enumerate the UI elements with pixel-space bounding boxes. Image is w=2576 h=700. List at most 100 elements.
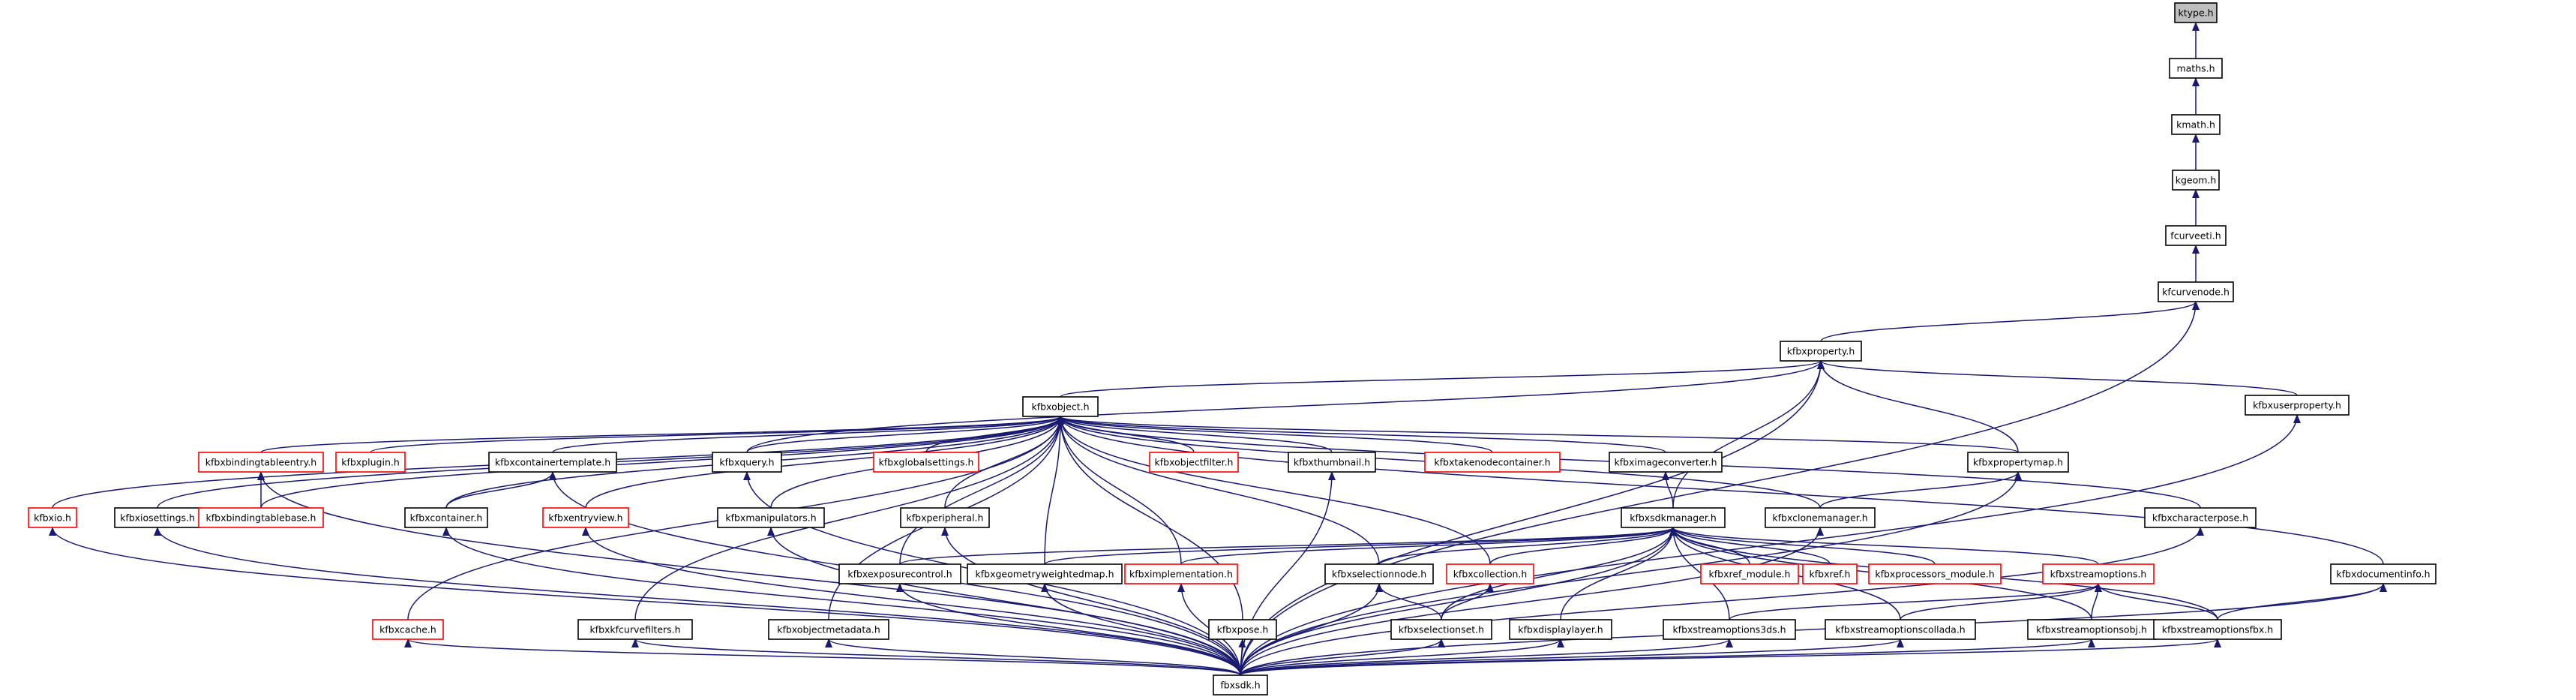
node-box-kfbxiosettings[interactable] xyxy=(114,507,201,528)
node-box-kfbxmanipulators[interactable] xyxy=(717,507,825,528)
node-box-kfbxobject[interactable] xyxy=(1022,396,1099,417)
node-kfbxglobalsettings[interactable]: kfbxglobalsettings.h xyxy=(873,452,979,473)
node-box-kfbxglobalsettings[interactable] xyxy=(873,452,979,473)
node-kfbxperipheral[interactable]: kfbxperipheral.h xyxy=(900,507,990,528)
node-box-kfbxcontainer[interactable] xyxy=(404,507,488,528)
node-box-kmath[interactable] xyxy=(2171,114,2221,135)
node-kfbxgeometryweightedmap[interactable]: kfbxgeometryweightedmap.h xyxy=(967,563,1123,584)
node-kfbxstreamoptionscollada[interactable]: kfbxstreamoptionscollada.h xyxy=(1825,619,1976,640)
node-kfbxio[interactable]: kfbxio.h xyxy=(28,507,77,528)
node-kgeom[interactable]: kgeom.h xyxy=(2172,170,2220,191)
node-kfbxselectionset[interactable]: kfbxselectionset.h xyxy=(1390,619,1492,640)
node-box-kfbxexposurecontrol[interactable] xyxy=(838,563,961,584)
node-kfbxprocessors_module[interactable]: kfbxprocessors_module.h xyxy=(1868,563,2002,584)
node-box-kfbxtakenodecontainer[interactable] xyxy=(1424,452,1561,473)
node-kfbxdocumentinfo[interactable]: kfbxdocumentinfo.h xyxy=(2330,563,2437,584)
node-kfbximageconverter[interactable]: kfbximageconverter.h xyxy=(1609,452,1723,473)
node-box-kfbxref[interactable] xyxy=(1802,563,1858,584)
node-box-kfbxsdkmanager[interactable] xyxy=(1621,507,1726,528)
node-kfbxpropertymap[interactable]: kfbxpropertymap.h xyxy=(1967,452,2069,473)
node-box-kfbxuserproperty[interactable] xyxy=(2245,395,2350,416)
node-kfbxstreamoptions[interactable]: kfbxstreamoptions.h xyxy=(2042,563,2155,584)
node-box-kfbxstreamoptions[interactable] xyxy=(2042,563,2155,584)
node-kfbximplementation[interactable]: kfbximplementation.h xyxy=(1124,563,1238,584)
node-box-kfbxcollection[interactable] xyxy=(1446,563,1534,584)
node-box-fbxsdk[interactable] xyxy=(1213,674,1268,695)
node-kfbxobjectfilter[interactable]: kfbxobjectfilter.h xyxy=(1149,452,1239,473)
node-box-kfbxstreamoptions3ds[interactable] xyxy=(1663,619,1796,640)
node-box-kfbxcharacterpose[interactable] xyxy=(2144,507,2257,528)
node-box-maths[interactable] xyxy=(2169,58,2223,79)
node-box-kfbxdocumentinfo[interactable] xyxy=(2330,563,2437,584)
node-box-kfbxplugin[interactable] xyxy=(335,452,406,473)
node-kfbxcontainer[interactable]: kfbxcontainer.h xyxy=(404,507,488,528)
node-kfbxentryview[interactable]: kfbxentryview.h xyxy=(542,507,629,528)
node-kfbxselectionnode[interactable]: kfbxselectionnode.h xyxy=(1324,563,1434,584)
node-box-kfbxobjectfilter[interactable] xyxy=(1149,452,1239,473)
node-box-kfbxproperty[interactable] xyxy=(1780,341,1862,362)
node-kfbxmanipulators[interactable]: kfbxmanipulators.h xyxy=(717,507,825,528)
node-kfbxcharacterpose[interactable]: kfbxcharacterpose.h xyxy=(2144,507,2257,528)
node-kfbxtakenodecontainer[interactable]: kfbxtakenodecontainer.h xyxy=(1424,452,1561,473)
node-box-kfbxstreamoptionscollada[interactable] xyxy=(1825,619,1976,640)
node-fbxsdk[interactable]: fbxsdk.h xyxy=(1213,674,1268,695)
node-box-kfbximageconverter[interactable] xyxy=(1609,452,1723,473)
node-box-kfbxdisplaylayer[interactable] xyxy=(1509,619,1612,640)
node-box-kfbxquery[interactable] xyxy=(712,452,782,473)
node-box-kfbxselectionnode[interactable] xyxy=(1324,563,1434,584)
node-kfbxobjectmetadata[interactable]: kfbxobjectmetadata.h xyxy=(768,619,889,640)
node-box-kfbxbindingtablebase[interactable] xyxy=(198,507,324,528)
node-box-kfbxpropertymap[interactable] xyxy=(1967,452,2069,473)
node-kfbxstreamoptionsobj[interactable]: kfbxstreamoptionsobj.h xyxy=(2027,619,2156,640)
node-box-kfbxref_module[interactable] xyxy=(1700,563,1799,584)
node-box-ktype[interactable] xyxy=(2174,2,2218,23)
node-box-kfbxclonemanager[interactable] xyxy=(1765,507,1876,528)
node-ktype[interactable]: ktype.h xyxy=(2174,2,2218,23)
node-kfbxpose[interactable]: kfbxpose.h xyxy=(1208,619,1277,640)
node-box-kfbxio[interactable] xyxy=(28,507,77,528)
node-box-kfbxgeometryweightedmap[interactable] xyxy=(967,563,1123,584)
node-kfbxclonemanager[interactable]: kfbxclonemanager.h xyxy=(1765,507,1876,528)
node-kfbxdisplaylayer[interactable]: kfbxdisplaylayer.h xyxy=(1509,619,1612,640)
node-kfbxref[interactable]: kfbxref.h xyxy=(1802,563,1858,584)
node-box-kfbxkfcurvefilters[interactable] xyxy=(577,619,693,640)
node-kfbxiosettings[interactable]: kfbxiosettings.h xyxy=(114,507,201,528)
node-kfbxcollection[interactable]: kfbxcollection.h xyxy=(1446,563,1534,584)
node-kfbxexposurecontrol[interactable]: kfbxexposurecontrol.h xyxy=(838,563,961,584)
edge-fbxsdk-to-kfbxiosettings xyxy=(154,527,1241,676)
node-box-kfbxstreamoptionsfbx[interactable] xyxy=(2153,619,2282,640)
node-box-kfbxcontainertemplate[interactable] xyxy=(488,452,617,473)
node-fcurveeti[interactable]: fcurveeti.h xyxy=(2165,225,2227,246)
node-kfbxstreamoptionsfbx[interactable]: kfbxstreamoptionsfbx.h xyxy=(2153,619,2282,640)
node-kfbxproperty[interactable]: kfbxproperty.h xyxy=(1780,341,1862,362)
node-kfbxuserproperty[interactable]: kfbxuserproperty.h xyxy=(2245,395,2350,416)
node-kfbxkfcurvefilters[interactable]: kfbxkfcurvefilters.h xyxy=(577,619,693,640)
node-kmath[interactable]: kmath.h xyxy=(2171,114,2221,135)
node-kfbxcache[interactable]: kfbxcache.h xyxy=(372,619,444,640)
node-kfbxbindingtableentry[interactable]: kfbxbindingtableentry.h xyxy=(198,452,324,473)
node-kfbxbindingtablebase[interactable]: kfbxbindingtablebase.h xyxy=(198,507,324,528)
node-box-kfbxbindingtableentry[interactable] xyxy=(198,452,324,473)
node-kfbxthumbnail[interactable]: kfbxthumbnail.h xyxy=(1288,452,1376,473)
node-kfbxstreamoptions3ds[interactable]: kfbxstreamoptions3ds.h xyxy=(1663,619,1796,640)
node-box-kfbximplementation[interactable] xyxy=(1124,563,1238,584)
node-box-kfbxselectionset[interactable] xyxy=(1390,619,1492,640)
node-box-kfbxentryview[interactable] xyxy=(542,507,629,528)
node-box-kfbxperipheral[interactable] xyxy=(900,507,990,528)
node-maths[interactable]: maths.h xyxy=(2169,58,2223,79)
node-box-fcurveeti[interactable] xyxy=(2165,225,2227,246)
node-kfbxplugin[interactable]: kfbxplugin.h xyxy=(335,452,406,473)
node-kfbxquery[interactable]: kfbxquery.h xyxy=(712,452,782,473)
node-box-kfbxcache[interactable] xyxy=(372,619,444,640)
node-box-kfbxpose[interactable] xyxy=(1208,619,1277,640)
node-kfbxcontainertemplate[interactable]: kfbxcontainertemplate.h xyxy=(488,452,617,473)
node-box-kfbxprocessors_module[interactable] xyxy=(1868,563,2002,584)
node-kfcurvenode[interactable]: kfcurvenode.h xyxy=(2158,281,2234,302)
node-box-kfbxobjectmetadata[interactable] xyxy=(768,619,889,640)
node-box-kgeom[interactable] xyxy=(2172,170,2220,191)
node-box-kfbxthumbnail[interactable] xyxy=(1288,452,1376,473)
node-kfbxobject[interactable]: kfbxobject.h xyxy=(1022,396,1099,417)
node-kfbxsdkmanager[interactable]: kfbxsdkmanager.h xyxy=(1621,507,1726,528)
node-kfbxref_module[interactable]: kfbxref_module.h xyxy=(1700,563,1799,584)
node-box-kfcurvenode[interactable] xyxy=(2158,281,2234,302)
